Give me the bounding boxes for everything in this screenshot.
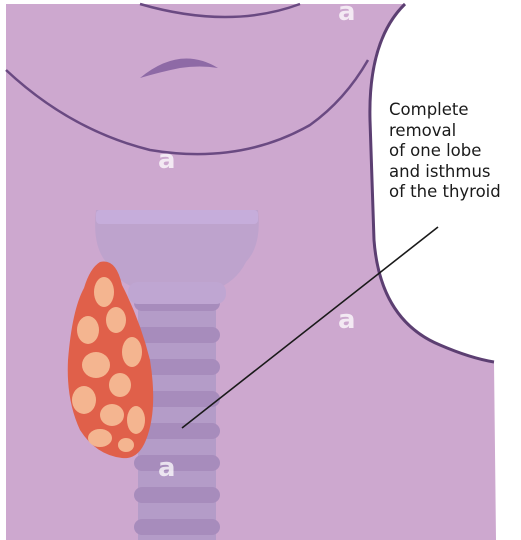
lobule [82, 352, 110, 378]
watermark-glyph: a [158, 145, 176, 175]
larynx-band [96, 210, 258, 224]
lobule [122, 337, 142, 367]
annotation-line: removal [389, 121, 519, 142]
lobule [127, 406, 145, 434]
trachea-ring [134, 519, 220, 535]
trachea-ring [134, 487, 220, 503]
lobule [88, 429, 112, 447]
lobule [106, 307, 126, 333]
watermark-glyph: a [158, 453, 176, 483]
annotation-line: and isthmus [389, 162, 519, 183]
trachea-ring [134, 327, 220, 343]
watermark-glyph: a [338, 0, 356, 27]
lobule [100, 404, 124, 426]
lobule [72, 386, 96, 414]
annotation-line: of the thyroid [389, 182, 519, 203]
annotation-line: of one lobe [389, 141, 519, 162]
lobule [77, 316, 99, 344]
trachea-ring [134, 455, 220, 471]
annotation-text: Complete removal of one lobe and isthmus… [389, 100, 519, 203]
lobule [109, 373, 131, 397]
trachea-cap [128, 282, 226, 304]
annotation-line: Complete [389, 100, 519, 121]
watermark-glyph: a [338, 305, 356, 335]
lobule [118, 438, 134, 452]
lobule [94, 277, 114, 307]
